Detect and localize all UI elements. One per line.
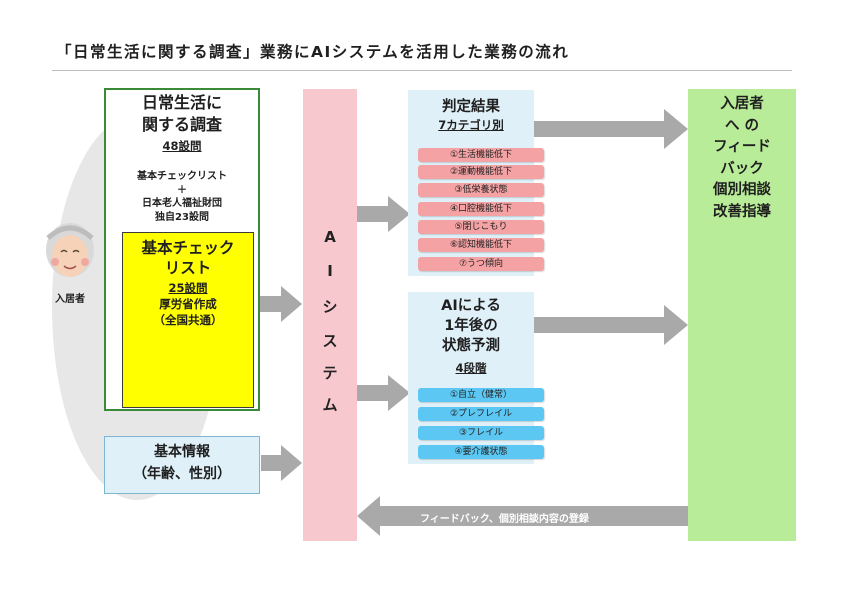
feedback-target-line: 改善指導 [713, 203, 771, 220]
checklist-question-count: 25設問 [168, 281, 208, 295]
checklist-heading: 基本チェック リスト [122, 238, 254, 278]
survey-sub-line3: 独自23設問 [155, 211, 209, 223]
resident-label: 入居者 [55, 294, 85, 305]
judgment-item: ③低栄養状態 [418, 183, 544, 197]
title-divider [52, 70, 792, 71]
judgment-item: ⑥認知機能低下 [418, 238, 544, 252]
survey-question-count: 48設問 [162, 139, 202, 153]
arrow-checklist-to-ai [254, 286, 302, 322]
arrow-prediction-to-resident [534, 305, 688, 345]
feedback-target-line: バック [720, 160, 764, 177]
checklist-line2: リスト [164, 259, 212, 277]
survey-sub-line1: 基本チェックリスト [137, 171, 227, 182]
feedback-target-line: フィード [713, 139, 771, 155]
checklist-line1: 基本チェック [141, 239, 235, 257]
judgment-item: ⑦うつ傾向 [418, 257, 544, 271]
basic-info-line1: 基本情報 [154, 444, 210, 460]
prediction-line1: AIによる [441, 298, 501, 314]
judgment-item: ④口腔機能低下 [418, 202, 544, 216]
arrow-judgment-to-resident [534, 109, 688, 149]
survey-sub-line2: 日本老人福祉財団 [142, 198, 222, 209]
elderly-avatar [46, 223, 94, 277]
ai-system-char-6: ム [322, 396, 338, 414]
survey-heading-line2: 関する調査 [141, 115, 222, 134]
ai-system-column [303, 89, 357, 541]
arrow-feedback-to-ai [357, 496, 688, 536]
feedback-arrow-label: フィードバック、個別相談内容の登録 [420, 514, 589, 525]
feedback-target-line: 個別相談 [713, 182, 771, 198]
prediction-item: ①自立（健常） [418, 388, 544, 402]
prediction-subtitle: 4段階 [455, 361, 487, 375]
prediction-item: ②プレフレイル [418, 407, 544, 421]
prediction-line2: 1年後の [444, 318, 498, 334]
survey-composition: 基本チェックリスト ＋ 日本老人福祉財団 独自23設問 [104, 170, 260, 224]
feedback-target-line: へ の [724, 117, 760, 134]
ai-system-char-3: シ [322, 298, 338, 316]
survey-heading-line1: 日常生活に [141, 93, 222, 112]
basic-info-line2: （年齢、性別） [133, 466, 231, 482]
prediction-title: AIによる 1年後の 状態予測 [408, 296, 534, 356]
survey-sub-plus: ＋ [177, 184, 187, 196]
arrow-ai-to-judgment [357, 196, 410, 232]
checklist-source-line: 厚労省作成 [159, 297, 217, 311]
basic-info-text: 基本情報 （年齢、性別） [104, 441, 260, 485]
survey-heading: 日常生活に 関する調査 [104, 92, 260, 136]
resident-feedback-column [688, 89, 796, 541]
judgment-item: ①生活機能低下 [418, 148, 544, 162]
judgment-item: ⑤閉じこもり [418, 220, 544, 234]
arrow-ai-to-prediction [357, 375, 410, 411]
judgment-item: ②運動機能低下 [418, 165, 544, 179]
arrow-basic-info-to-ai [261, 445, 302, 481]
prediction-item: ④要介護状態 [418, 445, 544, 459]
page-title: 「日常生活に関する調査」業務にAIシステムを活用した業務の流れ [56, 43, 570, 61]
ai-system-char-4: ス [322, 332, 338, 350]
ai-system-char-5: テ [322, 364, 338, 382]
ai-system-char-1: A [324, 228, 336, 246]
feedback-target-text: 入居者 へ の フィード バック 個別相談 改善指導 [688, 94, 796, 223]
ai-system-char-2: I [327, 262, 333, 280]
judgment-subtitle: 7カテゴリ別 [438, 118, 504, 132]
basic-info-box [104, 436, 260, 494]
basic-checklist-box [122, 232, 254, 408]
checklist-scope-line: （全国共通） [153, 313, 223, 327]
prediction-item: ③フレイル [418, 426, 544, 440]
judgment-title: 判定結果 [442, 99, 500, 115]
feedback-target-line: 入居者 [720, 96, 764, 112]
checklist-source: 厚労省作成 （全国共通） [122, 296, 254, 328]
prediction-line3: 状態予測 [442, 338, 500, 354]
